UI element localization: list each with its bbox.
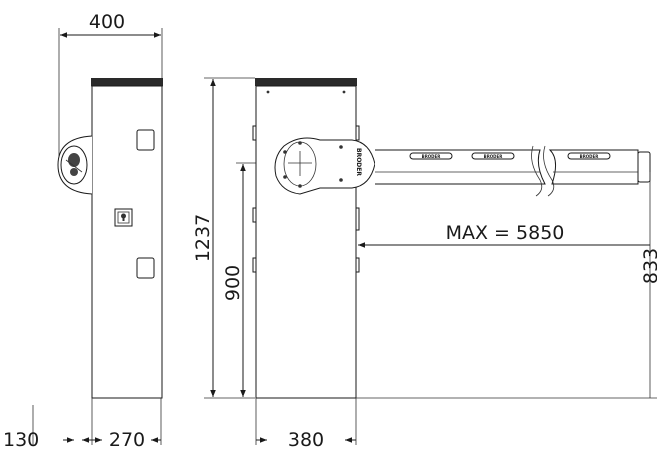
dimension-label-400: 400 bbox=[89, 11, 125, 33]
dimension-label-1237: 1237 bbox=[192, 214, 214, 262]
beam-label-1: BRODER bbox=[422, 154, 441, 159]
beam-label-2: BRODER bbox=[484, 154, 503, 159]
dimension-label-833: 833 bbox=[640, 248, 657, 284]
side-cap bbox=[255, 78, 357, 86]
dimension-top-width: 400 bbox=[58, 11, 163, 160]
dimension-beam-height: 833 bbox=[640, 172, 657, 398]
dimension-max-length: MAX = 5850 bbox=[358, 222, 650, 248]
brand-label: BRODER bbox=[355, 148, 362, 176]
dimension-label-900: 900 bbox=[222, 265, 244, 301]
dimension-label-max: MAX = 5850 bbox=[446, 222, 565, 244]
dimension-total-height: 1237 bbox=[192, 77, 255, 399]
beam-label-3: BRODER bbox=[580, 154, 599, 159]
side-view: 1237 900 380 bbox=[192, 77, 657, 451]
front-view: 400 130 270 bbox=[3, 11, 163, 451]
side-column bbox=[255, 85, 357, 399]
lamp-icon bbox=[57, 135, 93, 195]
upper-panel bbox=[136, 129, 155, 151]
dimension-label-130: 130 bbox=[3, 429, 39, 448]
barrier-beam: BRODER BRODER BRODER bbox=[375, 145, 651, 197]
pivot-housing: BRODER bbox=[274, 137, 376, 195]
dimension-label-270: 270 bbox=[109, 429, 145, 448]
lower-panel bbox=[136, 257, 155, 279]
key-lock-icon bbox=[114, 208, 133, 227]
front-cap bbox=[91, 78, 163, 86]
dimension-label-380: 380 bbox=[288, 429, 324, 448]
